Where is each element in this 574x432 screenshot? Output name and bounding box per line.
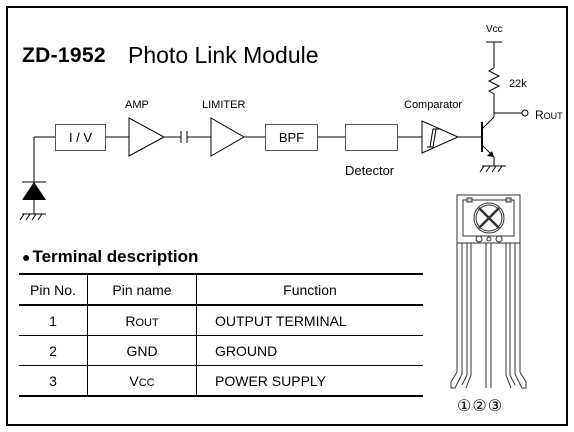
column-header-pin-name: Pin name <box>87 273 197 306</box>
package-pin-numbers: ①②③ <box>457 398 504 415</box>
rout-label: ROUT <box>535 108 563 122</box>
pin-function: POWER SUPPLY <box>196 365 423 397</box>
amp-symbol <box>128 117 166 157</box>
amp-label: AMP <box>125 99 149 111</box>
table-row: 2 GND GROUND <box>19 335 423 366</box>
resistor-symbol <box>487 67 501 98</box>
iv-converter-block: I / V <box>55 124 106 151</box>
model-number: ZD-1952 <box>22 44 106 67</box>
pin-function: GROUND <box>196 335 423 366</box>
transistor-arrow <box>487 151 494 157</box>
ground-symbol-right <box>479 165 506 173</box>
comparator-symbol <box>421 120 460 154</box>
hysteresis-icon <box>427 128 441 148</box>
comparator-label: Comparator <box>404 99 463 111</box>
bullet-icon: ● <box>22 249 31 265</box>
pin-name: ROUT <box>87 305 197 336</box>
vcc-label: Vcc <box>486 24 503 35</box>
terminal-table: Pin No. Pin name Function 1 ROUT OUTPUT … <box>19 273 423 397</box>
detector-block <box>345 124 398 151</box>
detector-label: Detector <box>345 163 395 178</box>
pin-number: 2 <box>19 335 88 366</box>
ground-symbol-left <box>19 213 46 221</box>
table-row: 3 VCC POWER SUPPLY <box>19 365 423 397</box>
pin-name: VCC <box>87 365 197 397</box>
pin-number: 3 <box>19 365 88 397</box>
limiter-label: LIMITER <box>202 99 246 111</box>
table-header-row: Pin No. Pin name Function <box>19 273 423 306</box>
bpf-block: BPF <box>265 124 318 151</box>
table-row: 1 ROUT OUTPUT TERMINAL <box>19 305 423 336</box>
page-title: Photo Link Module <box>128 42 319 68</box>
terminal-description-heading: ●Terminal description <box>22 247 199 266</box>
pin-function: OUTPUT TERMINAL <box>196 305 423 336</box>
resistor-value-label: 22k <box>509 78 527 90</box>
column-header-function: Function <box>196 273 423 306</box>
pin-number: 1 <box>19 305 88 336</box>
output-terminal <box>521 109 529 117</box>
transistor-collector <box>481 116 495 130</box>
column-header-pin-no: Pin No. <box>19 273 88 306</box>
photodiode-symbol <box>22 182 46 200</box>
pin-name: GND <box>87 335 197 366</box>
diagram-frame <box>6 6 568 426</box>
module-package <box>450 194 527 389</box>
limiter-symbol <box>210 117 246 157</box>
